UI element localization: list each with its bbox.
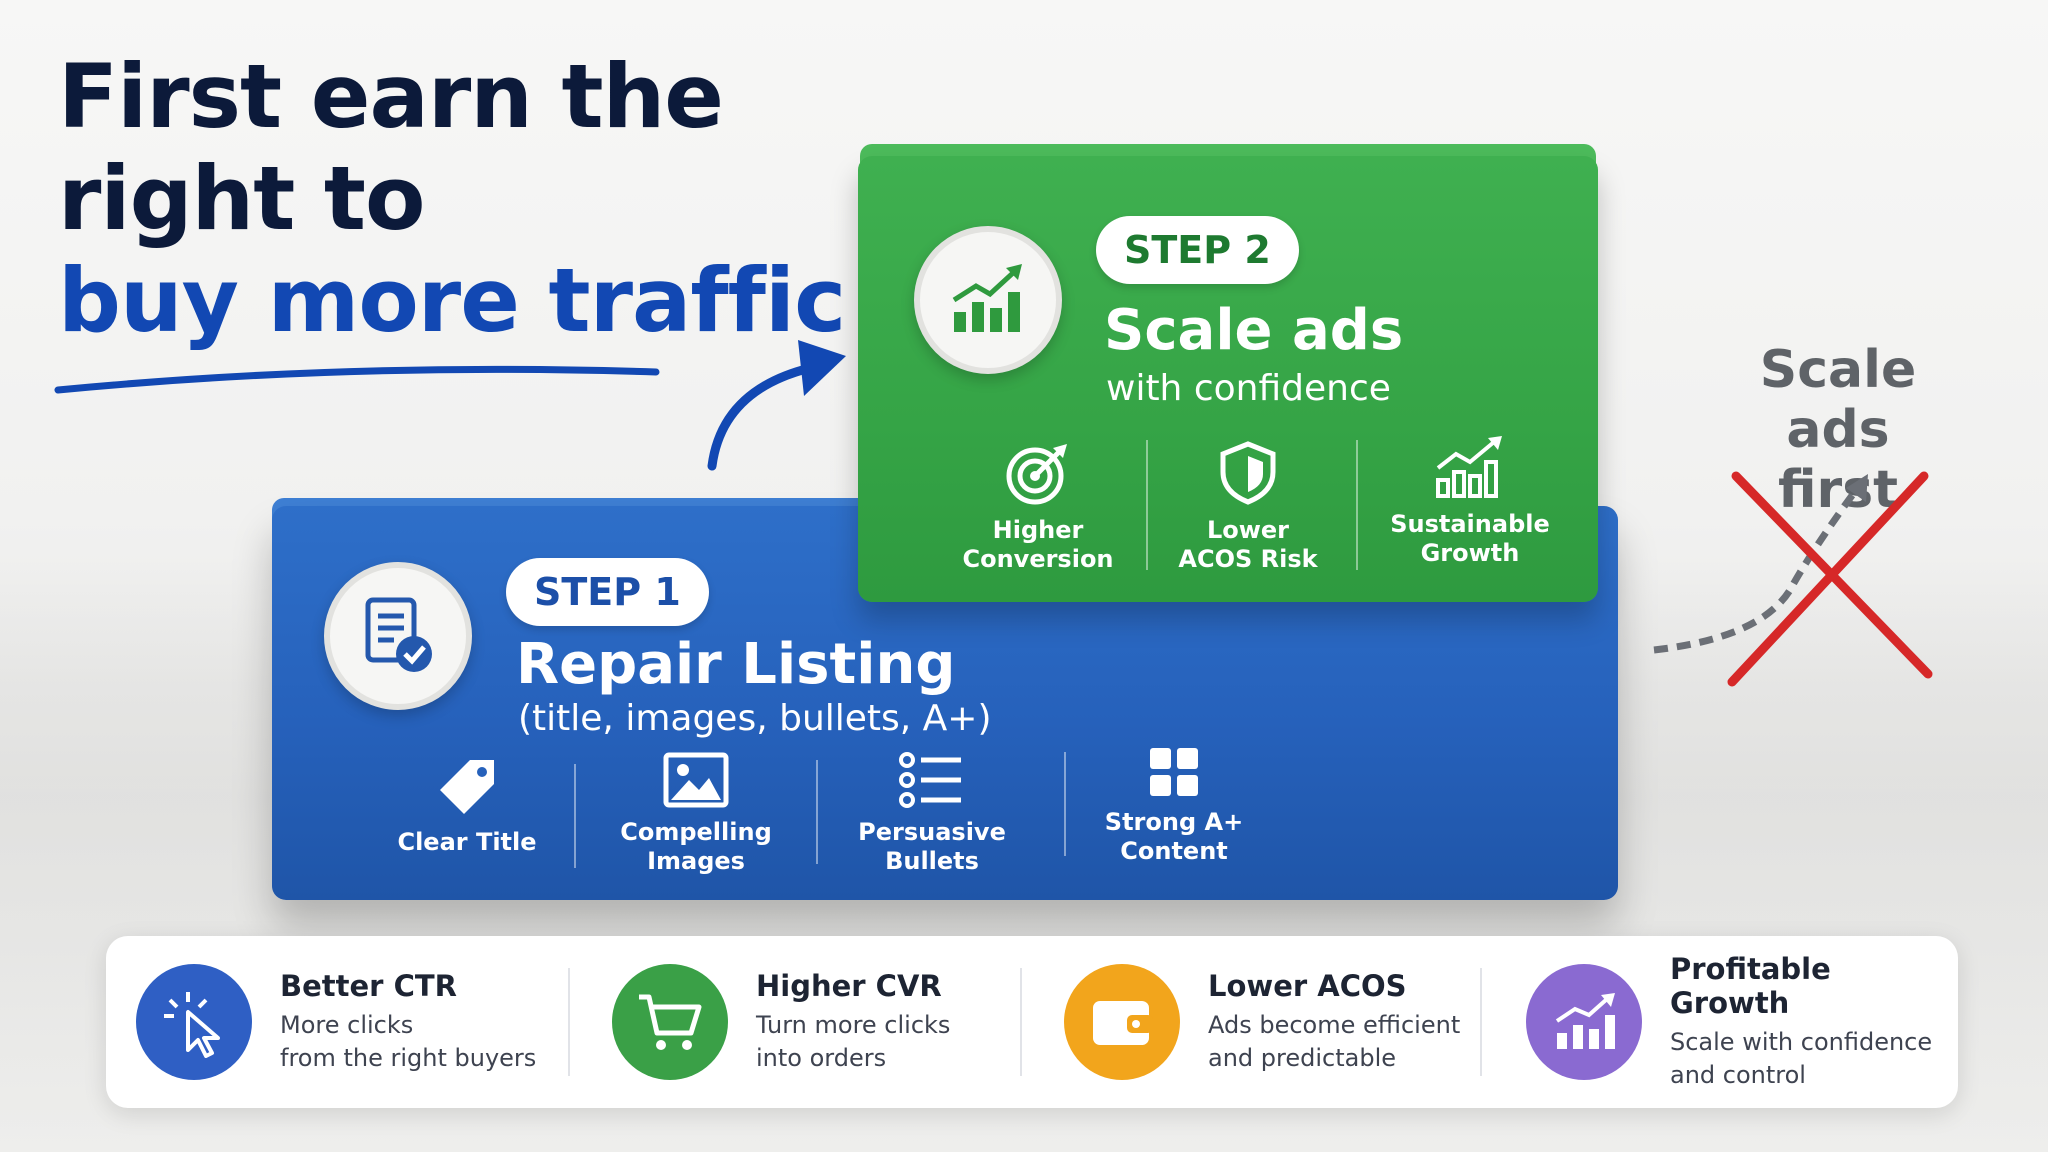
click-cursor-icon	[136, 964, 252, 1080]
benefit-higher-cvr: Higher CVR Turn more clicks into orders	[612, 936, 950, 1108]
image-icon	[610, 752, 782, 808]
step1-divider	[816, 760, 818, 864]
list-icon	[846, 752, 1018, 808]
benefit-desc-line2: into orders	[756, 1044, 887, 1072]
benefit-divider	[1480, 968, 1482, 1076]
step2-feature-line2: ACOS Risk	[1178, 545, 1318, 573]
benefit-divider	[1020, 968, 1022, 1076]
benefits-bar: Better CTR More clicks from the right bu…	[106, 936, 1958, 1108]
bar-growth-icon	[1378, 434, 1562, 500]
headline-underline	[54, 365, 660, 394]
tag-icon	[392, 756, 542, 818]
step2-feature-line1: Lower	[1206, 516, 1290, 544]
alternative-line-1: Scale ads	[1759, 340, 1917, 460]
step1-feature-line1: Clear Title	[397, 828, 537, 856]
benefit-profitable-growth: Profitable Growth Scale with confidence …	[1526, 936, 1958, 1108]
step1-feature-bullets: Persuasive Bullets	[846, 752, 1018, 876]
step2-feature-line1: Sustainable	[1390, 510, 1550, 538]
step1-feature-line2: Bullets	[885, 847, 979, 875]
shield-icon	[1162, 440, 1334, 506]
step1-feature-images: Compelling Images	[610, 752, 782, 876]
step2-feature-line2: Growth	[1420, 539, 1520, 567]
step1-title: Repair Listing	[516, 632, 956, 697]
benefit-desc-line1: Ads become efficient	[1208, 1011, 1461, 1039]
benefit-desc-line2: and predictable	[1208, 1044, 1397, 1072]
curved-arrow-icon	[707, 340, 846, 471]
step2-feature-line1: Higher	[992, 516, 1084, 544]
benefit-title: Better CTR	[280, 969, 457, 1003]
step1-feature-line1: Compelling	[620, 818, 772, 846]
benefit-title: Profitable Growth	[1670, 952, 1831, 1020]
step2-divider	[1356, 440, 1358, 570]
benefit-title: Higher CVR	[756, 969, 942, 1003]
step1-divider	[574, 764, 576, 868]
step2-feature-line2: Conversion	[962, 545, 1114, 573]
benefit-desc-line2: from the right buyers	[280, 1044, 537, 1072]
benefit-desc-line1: Turn more clicks	[756, 1011, 951, 1039]
step1-feature-line1: Strong A+	[1104, 808, 1244, 836]
step2-divider	[1146, 440, 1148, 570]
growth-chart-icon	[914, 226, 1062, 374]
benefit-divider	[568, 968, 570, 1076]
step1-subtitle: (title, images, bullets, A+)	[518, 698, 992, 739]
headline: First earn the right to buy more traffic	[58, 45, 846, 352]
step1-feature-line1: Persuasive	[858, 818, 1006, 846]
cart-icon	[612, 964, 728, 1080]
grid-icon	[1088, 746, 1260, 798]
benefit-desc-line2: and control	[1670, 1061, 1806, 1089]
step2-title: Scale ads	[1104, 298, 1404, 363]
benefit-lower-acos: Lower ACOS Ads become efficient and pred…	[1064, 936, 1460, 1108]
benefit-better-ctr: Better CTR More clicks from the right bu…	[136, 936, 536, 1108]
step1-feature-line2: Images	[647, 847, 745, 875]
wallet-icon	[1064, 964, 1180, 1080]
benefit-desc-line1: More clicks	[280, 1011, 414, 1039]
headline-line-1: First earn the	[58, 45, 724, 148]
step2-feature-conversion: Higher Conversion	[952, 440, 1124, 574]
rejected-path-icon	[1653, 471, 1933, 687]
document-check-icon	[324, 562, 472, 710]
step1-divider	[1064, 752, 1066, 856]
benefit-desc-line1: Scale with confidence	[1670, 1028, 1933, 1056]
step2-subtitle: with confidence	[1106, 368, 1391, 409]
step1-feature-content: Strong A+ Content	[1088, 746, 1260, 866]
alternative-line-2: first	[1778, 460, 1898, 520]
step2-feature-acos: Lower ACOS Risk	[1162, 440, 1334, 574]
alternative-label: Scale ads first	[1700, 340, 1976, 520]
target-icon	[952, 440, 1124, 506]
headline-line-2: right to	[58, 147, 425, 250]
step1-badge: STEP 1	[506, 558, 709, 626]
step1-feature-title: Clear Title	[392, 756, 542, 857]
step2-badge: STEP 2	[1096, 216, 1299, 284]
step1-feature-line2: Content	[1120, 837, 1228, 865]
step2-feature-growth: Sustainable Growth	[1378, 434, 1562, 568]
benefit-title: Lower ACOS	[1208, 969, 1407, 1003]
chart-up-icon	[1526, 964, 1642, 1080]
headline-line-3: buy more traffic	[58, 249, 846, 352]
